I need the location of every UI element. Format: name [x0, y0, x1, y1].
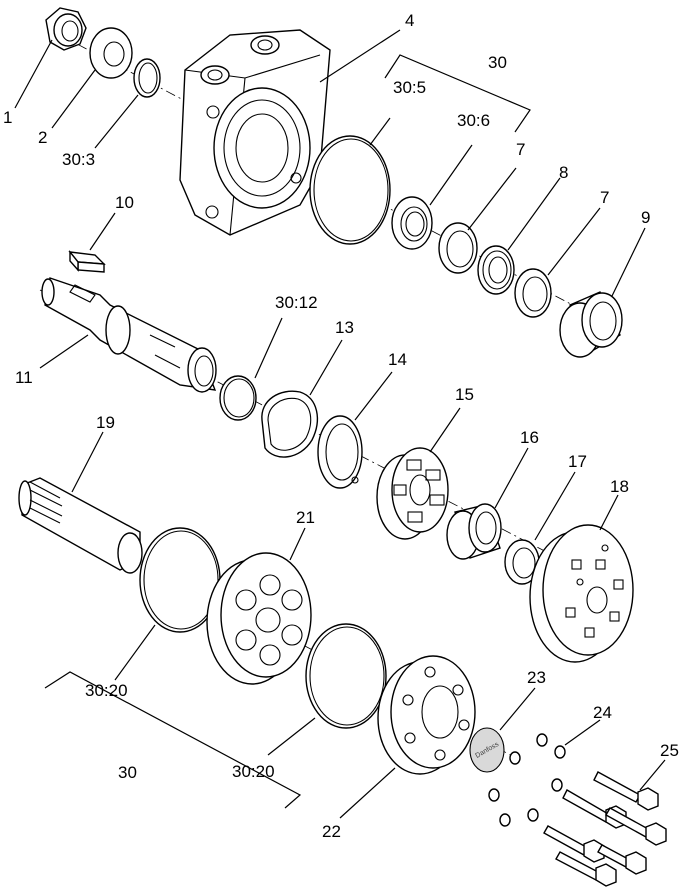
callout-19: 19 — [96, 413, 115, 432]
part-9-needle-bearing — [559, 291, 623, 358]
callout-30-3: 30:3 — [62, 150, 95, 169]
callout-15: 15 — [455, 385, 474, 404]
callout-30-top: 30 — [488, 53, 507, 72]
bracket-group-30-top — [384, 54, 531, 133]
callout-14: 14 — [388, 350, 407, 369]
callout-8: 8 — [559, 163, 568, 182]
callout-7b: 7 — [600, 188, 609, 207]
callout-16: 16 — [520, 428, 539, 447]
part-7-washer-a — [438, 222, 478, 274]
callout-25: 25 — [660, 741, 679, 760]
callout-30-12: 30:12 — [275, 293, 318, 312]
part-25-bolts — [543, 771, 667, 887]
callout-2: 2 — [38, 128, 47, 147]
part-7-washer-b — [514, 268, 552, 318]
part-11-shaft — [41, 277, 217, 393]
part-2-washer — [89, 27, 133, 79]
callout-30-20-right: 30:20 — [232, 762, 275, 781]
callout-30-6: 30:6 — [457, 111, 490, 130]
part-30-20-oring-b — [305, 623, 387, 729]
callout-30-5: 30:5 — [393, 78, 426, 97]
part-17-washer — [504, 539, 540, 585]
callout-30-20-left: 30:20 — [85, 681, 128, 700]
callout-30-bottom: 30 — [118, 763, 137, 782]
part-30-20-oring-a — [139, 527, 221, 633]
callout-18: 18 — [610, 477, 629, 496]
callout-23: 23 — [527, 668, 546, 687]
part-15-valve — [376, 447, 449, 540]
part-30-3-oring — [133, 58, 161, 98]
part-16-bearing — [446, 503, 502, 560]
part-4-housing — [179, 29, 331, 236]
callout-17: 17 — [568, 452, 587, 471]
callout-24: 24 — [593, 703, 612, 722]
leader-lines — [14, 29, 666, 819]
bracket-group-30-bottom — [44, 671, 302, 809]
part-18-end-plate — [529, 524, 634, 663]
part-22-end-cover — [377, 655, 476, 775]
callout-13: 13 — [335, 318, 354, 337]
part-23-nameplate: Danfoss — [469, 727, 505, 773]
callout-9: 9 — [641, 208, 650, 227]
callout-21: 21 — [296, 508, 315, 527]
part-19-splined-shaft — [18, 477, 143, 574]
callout-10: 10 — [115, 193, 134, 212]
part-30-5-oring — [309, 135, 391, 245]
callout-7a: 7 — [516, 140, 525, 159]
part-8-thrust-bearing — [477, 245, 515, 295]
part-14-plate — [317, 415, 363, 489]
part-1-nut — [45, 7, 87, 51]
part-30-6-seal — [391, 196, 433, 250]
part-30-12-oring — [219, 375, 257, 421]
part-21-gearwheel — [206, 552, 312, 685]
callout-labels: 1 2 30:3 4 30 30:5 30:6 7 8 7 9 10 11 30… — [3, 11, 679, 841]
part-24-washers — [488, 733, 566, 827]
callout-11: 11 — [15, 368, 33, 387]
callout-22: 22 — [322, 822, 341, 841]
callout-4: 4 — [405, 11, 414, 30]
part-10-key — [68, 250, 106, 273]
callout-1: 1 — [3, 108, 12, 127]
part-13-seal — [261, 390, 319, 458]
